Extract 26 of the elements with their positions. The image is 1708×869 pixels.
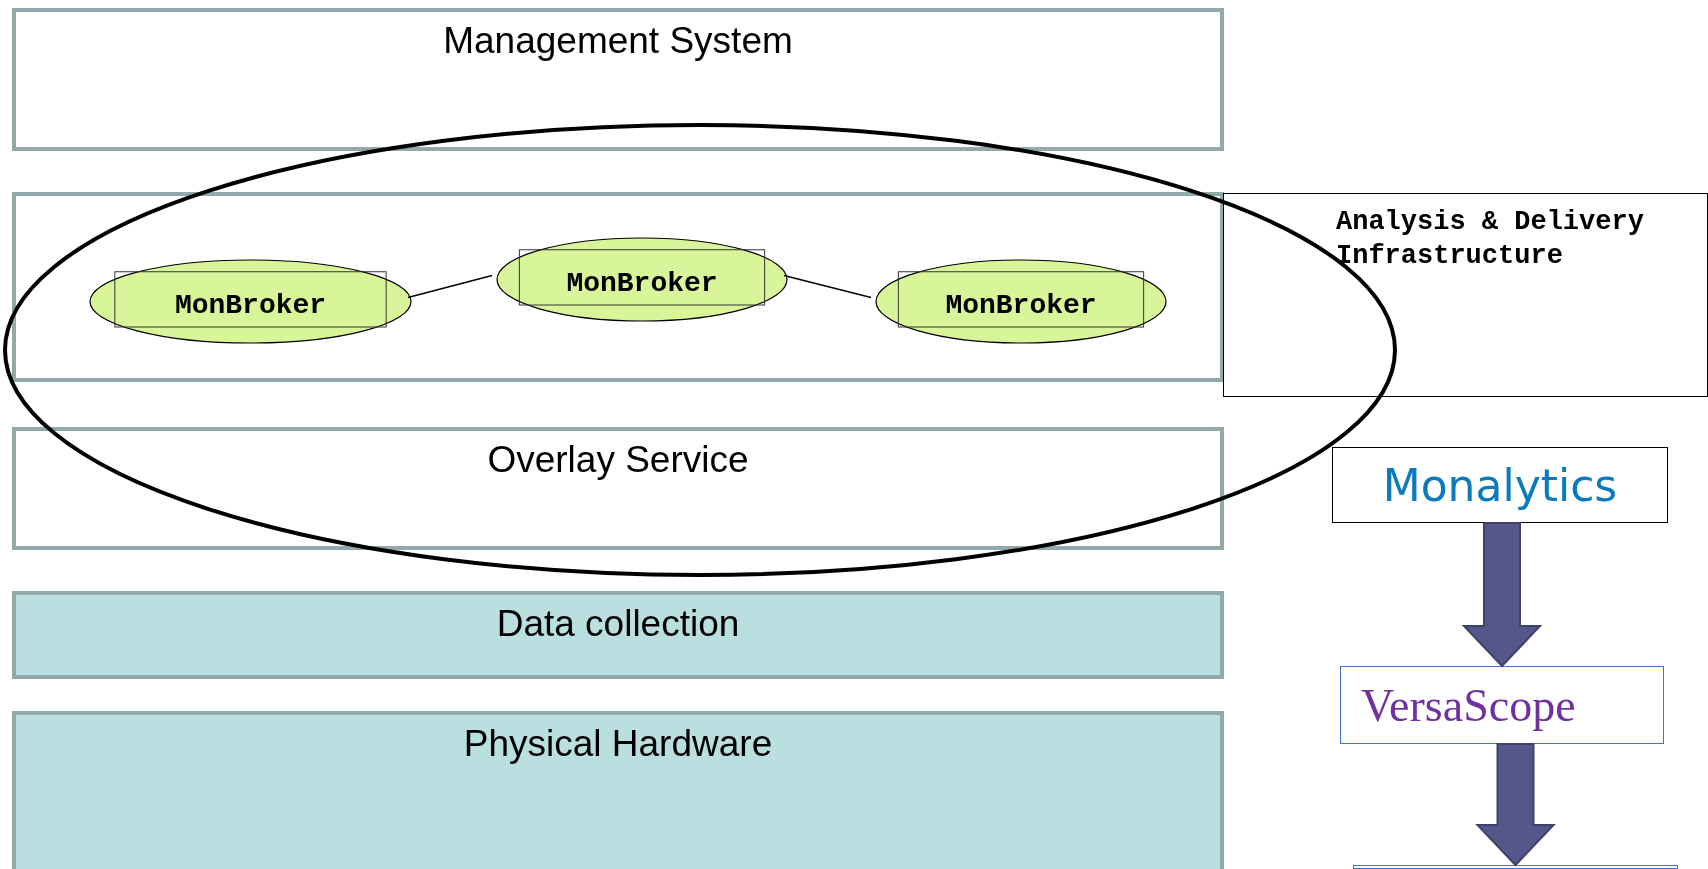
system-box [1332, 447, 1668, 523]
infrastructure-label: Analysis & Delivery Infrastructure [1336, 207, 1644, 271]
layer-box [12, 192, 1224, 382]
system-label: VersaScope [1361, 678, 1576, 732]
broker-label: MonBroker [174, 290, 327, 321]
connector-line [783, 274, 872, 299]
system-box [1340, 666, 1664, 744]
broker-label: MonBroker [945, 290, 1097, 321]
layer-label: Data collection [496, 603, 740, 645]
infrastructure-box [1223, 193, 1708, 397]
layer-box [12, 591, 1224, 679]
broker-ellipse [496, 237, 788, 322]
block-arrow [1475, 743, 1556, 867]
layer-box [12, 711, 1224, 869]
broker-label: MonBroker [566, 268, 718, 299]
broker-ellipse [89, 259, 412, 344]
layer-box [12, 8, 1224, 151]
system-label: Monalytics [1382, 459, 1618, 511]
connector-line [407, 274, 493, 299]
empty-box [1353, 865, 1678, 869]
layer-label: Overlay Service [487, 439, 749, 481]
layer-label: Management System [443, 20, 793, 62]
layer-label: Physical Hardware [463, 723, 773, 765]
block-arrow [1461, 522, 1543, 668]
broker-ellipse [875, 259, 1167, 344]
layer-box [12, 427, 1224, 550]
